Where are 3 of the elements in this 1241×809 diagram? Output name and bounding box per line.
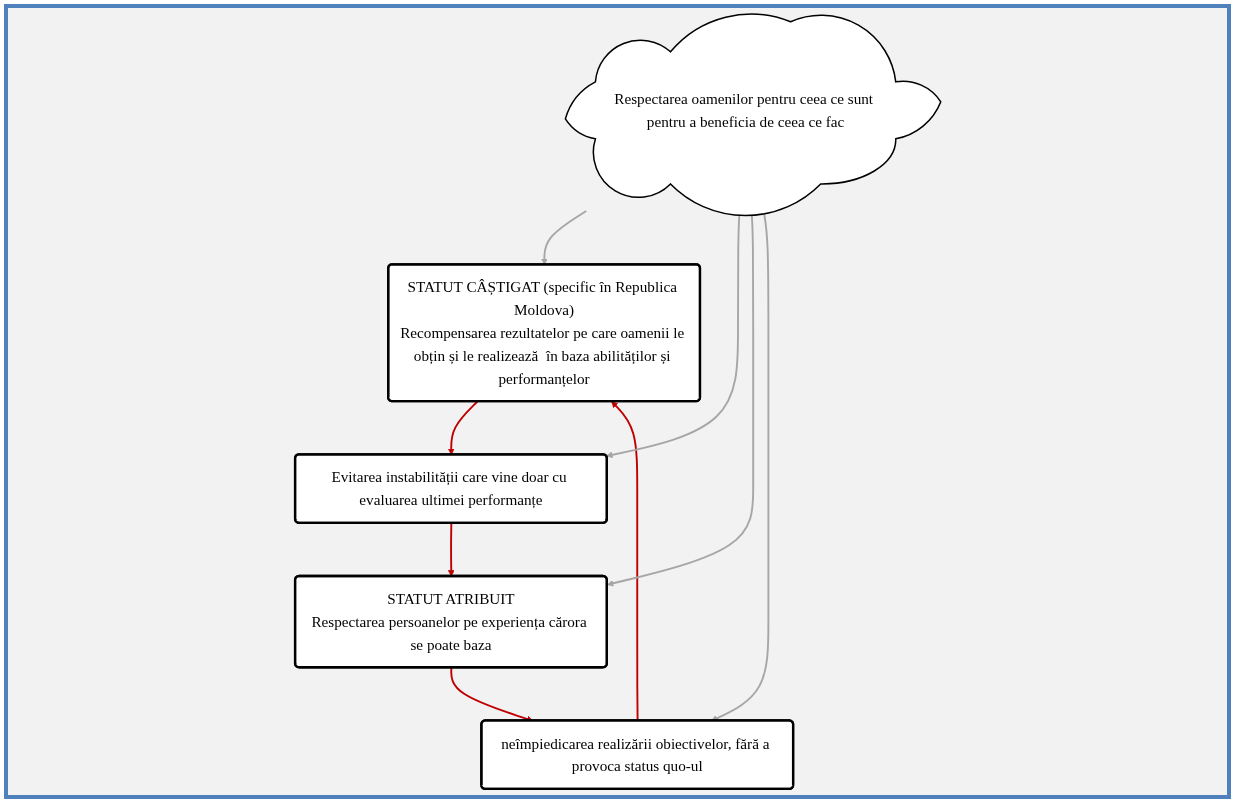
arrow: [540, 210, 587, 265]
arrow: [447, 522, 455, 577]
diagram-panel: Respectarea oamenilor pentru ceea ce sunt pentru a beneficia de ceea ce fac STATUT CÂȘTIGAT (specific în Republica Moldova) Recompensarea rezultatelor pe care oamenii le obțin și le realizează în baza abilităților și performanțelor Evitarea instabilității care vine doar cu evaluarea ultimei performanțe STATUT ATRIBUIT Respectarea persoanelor pe experiența cărora se poate baza neîmpiedicarea realizării obiectivelor, fără a provoca status quo-ul: [4, 4, 1231, 799]
